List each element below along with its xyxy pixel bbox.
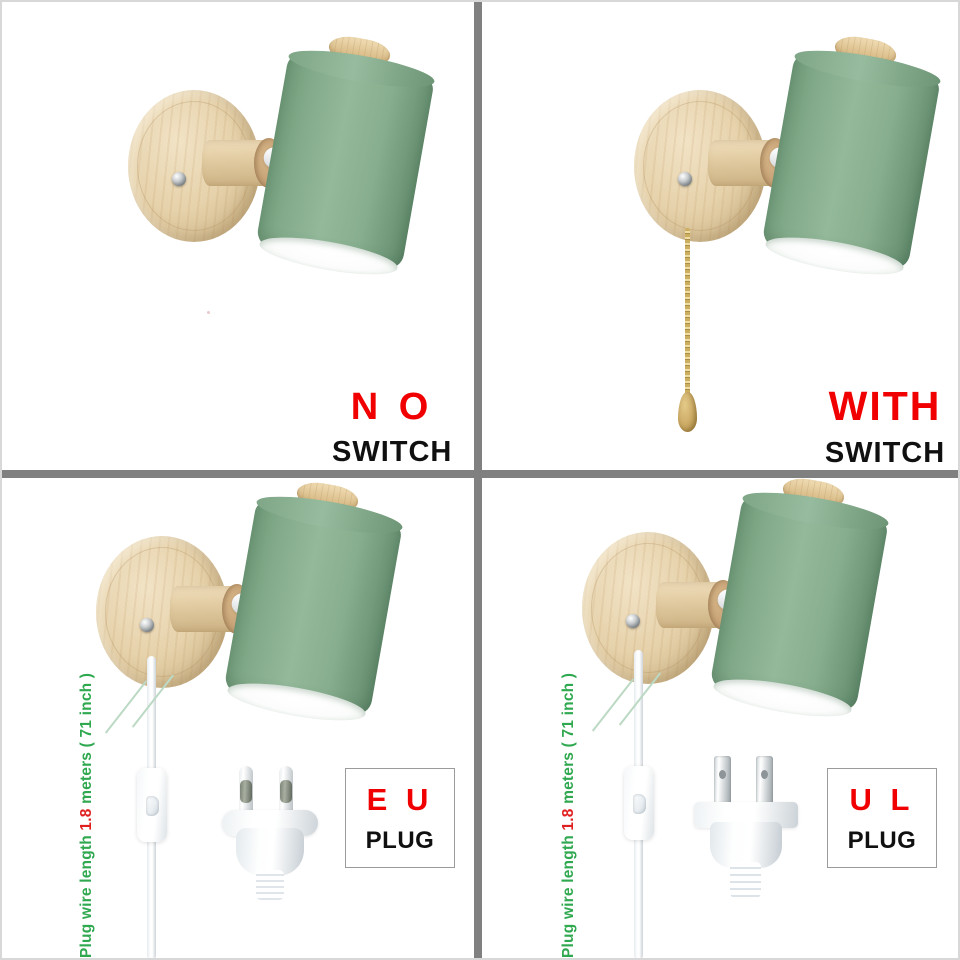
image-speck: [207, 311, 210, 314]
eu-plug-illustration: [222, 766, 318, 900]
wall-lamp-illustration: [634, 33, 960, 282]
wire-note-prefix: Plug wire length: [78, 830, 95, 958]
variant-label-eu-plug: E U PLUG: [345, 768, 455, 868]
panel-with-switch: WITH SWITCH: [482, 0, 960, 470]
eu-plug-body: [236, 828, 304, 876]
panel-ul-plug: Plug wire length 1.8 meters ( 71 inch ) …: [482, 478, 960, 960]
variant-label-primary: WITH: [828, 383, 942, 429]
image-edge-top: [0, 0, 960, 2]
shade-mouth: [711, 672, 854, 724]
backplate-screw: [172, 172, 186, 186]
wall-lamp-illustration: [582, 478, 912, 724]
variant-label-primary: U L: [849, 781, 915, 817]
variant-label-primary: N O: [350, 386, 434, 428]
lamp-shade: [761, 33, 943, 282]
pull-chain-knob[interactable]: [678, 392, 697, 432]
variant-label-ul-plug: U L PLUG: [827, 768, 937, 868]
wall-lamp-illustration: [128, 33, 458, 282]
shade-mouth: [257, 230, 400, 282]
wire-note-prefix: Plug wire length: [560, 830, 577, 958]
pull-chain-switch[interactable]: [678, 228, 697, 432]
variant-label-no-switch: N O SWITCH: [332, 388, 452, 467]
image-edge-left: [0, 0, 2, 960]
inline-cord-switch[interactable]: [137, 768, 167, 842]
eu-plug-pin-right: [279, 766, 293, 816]
variant-label-secondary: PLUG: [365, 826, 435, 854]
ul-plug-blade-left: [714, 756, 731, 808]
wall-lamp-illustration: [96, 479, 426, 728]
pull-chain-cord: [685, 228, 690, 396]
wire-length-note: Plug wire length 1.8 meters ( 71 inch ): [78, 673, 96, 958]
wire-note-highlight: 1.8: [78, 808, 95, 831]
panel-eu-plug: Plug wire length 1.8 meters ( 71 inch ) …: [0, 478, 474, 960]
lamp-shade: [709, 478, 891, 724]
backplate-screw: [678, 172, 692, 186]
ul-plug-body: [710, 822, 782, 868]
variant-label-secondary: SWITCH: [824, 437, 946, 469]
wire-note-suffix: meters ( 71 inch ): [78, 672, 95, 809]
lamp-shade: [255, 33, 437, 282]
shade-mouth: [225, 676, 368, 728]
wire-note-suffix: meters ( 71 inch ): [560, 672, 577, 809]
ul-plug-strain-relief: [730, 862, 761, 898]
variant-label-secondary: SWITCH: [332, 436, 453, 468]
image-edge-bottom: [0, 958, 960, 960]
backplate-screw: [626, 614, 640, 628]
eu-plug-strain-relief: [256, 870, 284, 900]
grid-divider-horizontal: [0, 470, 960, 478]
shade-mouth: [763, 230, 906, 282]
variant-label-secondary: PLUG: [847, 826, 917, 854]
lamp-shade: [223, 479, 405, 728]
eu-plug-pin-left: [239, 766, 253, 816]
variant-label-with-switch: WITH SWITCH: [820, 386, 950, 468]
variant-label-primary: E U: [366, 781, 434, 817]
inline-cord-switch[interactable]: [624, 766, 654, 840]
wire-note-highlight: 1.8: [560, 808, 577, 831]
backplate-screw: [140, 618, 154, 632]
wire-length-note: Plug wire length 1.8 meters ( 71 inch ): [560, 673, 578, 958]
panel-no-switch: N O SWITCH: [0, 0, 474, 470]
ul-plug-illustration: [694, 756, 798, 898]
ul-plug-blade-right: [756, 756, 773, 808]
grid-divider-vertical: [474, 0, 482, 960]
image-edge-right: [958, 0, 960, 960]
